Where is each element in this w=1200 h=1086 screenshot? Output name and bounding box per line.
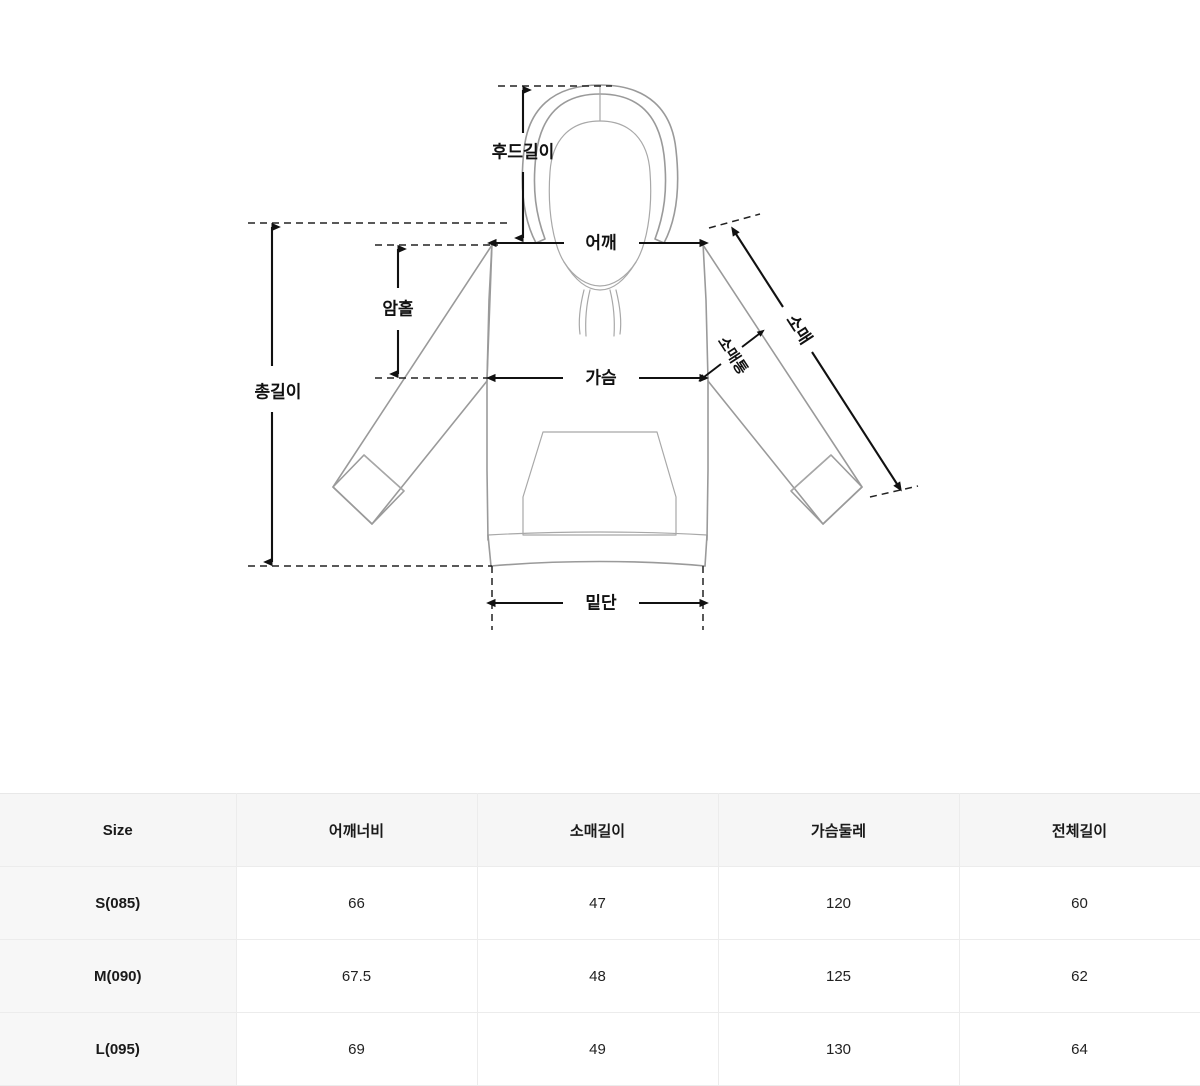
body-right-seam [702, 242, 709, 541]
label-armhole: 암홀 [382, 298, 414, 318]
cell-shoulder: 66 [236, 866, 478, 940]
left-sleeve-outline [332, 244, 493, 525]
row-size-label: M(090) [0, 939, 237, 1013]
body-left-seam [486, 242, 493, 541]
row-size-label: S(085) [0, 866, 237, 940]
cell-total-length: 62 [959, 939, 1200, 1013]
cell-total-length: 64 [959, 1012, 1200, 1086]
cell-shoulder: 69 [236, 1012, 478, 1086]
label-sleeve-width: 소매통 [714, 334, 751, 378]
table-row: L(095) 69 49 130 64 [0, 1012, 1200, 1086]
right-sleeve-cuff [790, 454, 863, 525]
label-shoulder: 어깨 [585, 233, 616, 252]
waistband-left-edge [487, 534, 492, 567]
cell-chest: 120 [718, 866, 960, 940]
arrow-sleeve-width-lower [698, 363, 722, 382]
drawstring-right-b [609, 289, 615, 337]
label-total-length: 총길이 [255, 382, 302, 401]
guide-sleeve-top [708, 213, 761, 229]
right-sleeve-outline [702, 244, 863, 525]
arrow-sleeve-upper [731, 226, 784, 308]
left-sleeve-cuff-seam [363, 454, 405, 492]
table-row: S(085) 66 47 120 60 [0, 866, 1200, 940]
dimension-arrows [263, 85, 902, 608]
waistband-top-line [487, 531, 708, 536]
cell-sleeve: 49 [477, 1012, 719, 1086]
guide-lines [248, 85, 919, 630]
drawstring-left-b [585, 289, 591, 337]
label-hem: 밑단 [585, 593, 617, 612]
right-sleeve-cuff-seam [790, 454, 832, 492]
label-hood-length: 후드길이 [492, 141, 555, 161]
armhole-left [486, 242, 493, 381]
drawstring-left [578, 289, 585, 335]
waistband-right-edge [704, 534, 708, 567]
col-header-total-length: 전체길이 [959, 793, 1200, 867]
kangaroo-pocket [522, 431, 677, 536]
table-row: M(090) 67.5 48 125 62 [0, 939, 1200, 1013]
drawstring-right [615, 289, 622, 335]
size-table-body: S(085) 66 47 120 60 M(090) 67.5 48 125 6… [0, 866, 1200, 1086]
guide-sleeve-bottom [869, 485, 919, 498]
col-header-size: Size [0, 793, 237, 867]
col-header-chest: 가슴둘레 [718, 793, 960, 867]
arrow-sleeve-width-upper [741, 329, 765, 348]
size-table: Size 어깨너비 소매길이 가슴둘레 전체길이 S(085) 66 47 12… [0, 793, 1200, 1086]
label-sleeve: 소매 [782, 311, 815, 348]
cell-chest: 130 [718, 1012, 960, 1086]
arrow-sleeve-lower [811, 351, 902, 492]
hoodie-diagram-svg: 후드길이 어깨 암홀 가슴 총길이 밑단 소매 소매통 [248, 84, 919, 630]
hoodie-diagram-container: 후드길이 어깨 암홀 가슴 총길이 밑단 소매 소매통 [248, 84, 919, 630]
size-table-head: Size 어깨너비 소매길이 가슴둘레 전체길이 [0, 793, 1200, 867]
table-header-row: Size 어깨너비 소매길이 가슴둘레 전체길이 [0, 793, 1200, 867]
cell-total-length: 60 [959, 866, 1200, 940]
hood-inner-outline [548, 120, 652, 287]
cell-chest: 125 [718, 939, 960, 1013]
cell-sleeve: 47 [477, 866, 719, 940]
label-chest: 가슴 [585, 368, 617, 387]
neck-opening [563, 261, 637, 291]
cell-sleeve: 48 [477, 939, 719, 1013]
garment-artwork [332, 84, 863, 567]
col-header-shoulder: 어깨너비 [236, 793, 478, 867]
col-header-sleeve: 소매길이 [477, 793, 719, 867]
row-size-label: L(095) [0, 1012, 237, 1086]
hem-line [490, 560, 706, 567]
left-sleeve-cuff [332, 454, 405, 525]
cell-shoulder: 67.5 [236, 939, 478, 1013]
